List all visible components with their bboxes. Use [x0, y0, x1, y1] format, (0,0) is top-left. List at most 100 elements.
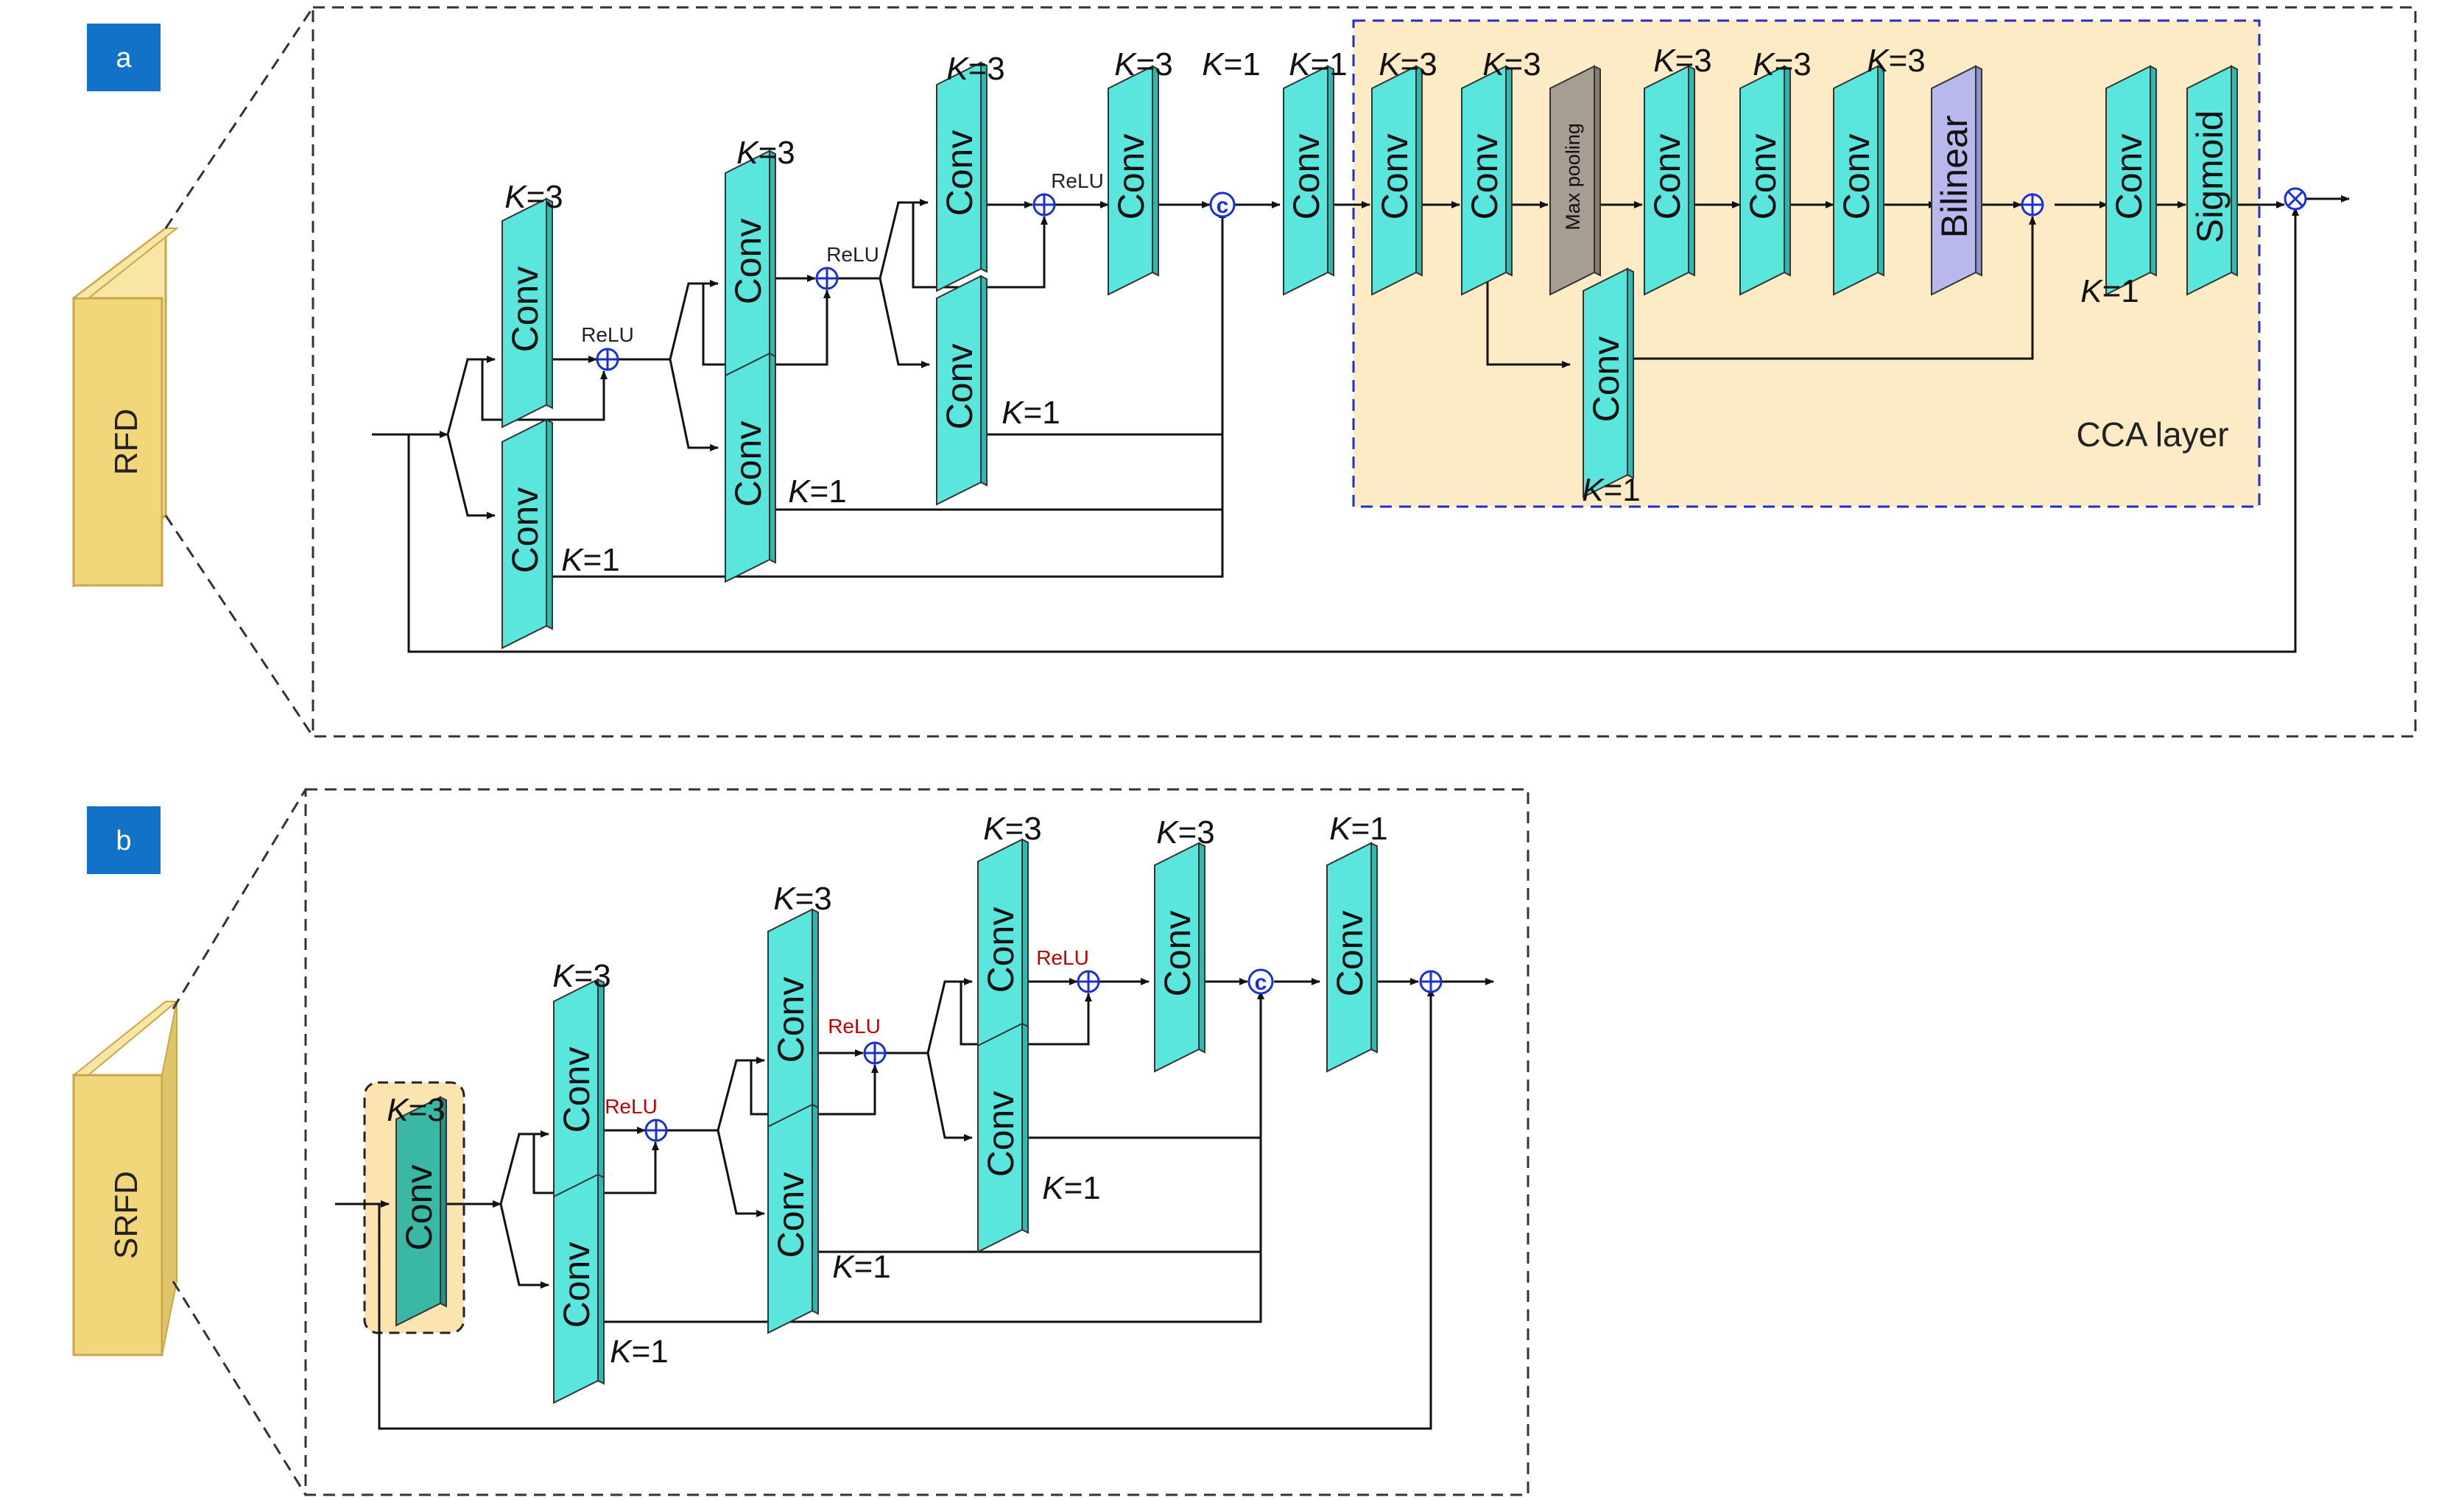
rfd-block: RFD — [71, 225, 179, 588]
k-label: K=1 — [1202, 46, 1261, 82]
panel-a: a RFD CCA layer — [71, 6, 2417, 738]
add-op — [644, 1119, 668, 1142]
relu-label: ReLU — [828, 1015, 881, 1038]
srfd-label: SRFD — [108, 1171, 144, 1259]
panel-a-wires — [372, 195, 2350, 653]
conv-label: Conv — [1374, 134, 1415, 220]
conv-a3: Conv — [936, 62, 988, 292]
conv-label: Conv — [980, 1091, 1021, 1177]
conv-a5: Conv — [1283, 66, 1334, 295]
cca-conv-5: Conv — [1833, 66, 1884, 295]
relu-label: ReLU — [605, 1095, 658, 1118]
k-label: K=3 — [983, 811, 1042, 847]
conv-label: Conv — [728, 219, 769, 305]
conv-b3: Conv — [977, 839, 1029, 1068]
bilinear-label: Bilinear — [1934, 116, 1975, 239]
conv-label: Conv — [1329, 911, 1370, 997]
k-label: K=3 — [773, 881, 832, 917]
conv-a1-skip: Conv — [501, 419, 553, 649]
add-op — [596, 348, 619, 371]
panel-b-badge — [87, 806, 161, 874]
concat-label: c — [1217, 194, 1229, 218]
sigmoid-label: Sigmoid — [2189, 110, 2231, 244]
k-label: K=3 — [1482, 46, 1541, 82]
k-label: K=1 — [832, 1249, 891, 1285]
conv-b2-skip: Conv — [767, 1104, 819, 1334]
k-label: K=3 — [504, 179, 563, 215]
conv-b1: Conv — [553, 979, 605, 1208]
conv-label: Conv — [980, 907, 1021, 993]
multiply-op — [2284, 187, 2307, 211]
conv-a1: Conv — [501, 198, 553, 428]
panel-a-badge-label: a — [116, 43, 132, 74]
conv-b1-skip: Conv — [553, 1174, 605, 1404]
conv-a2: Conv — [725, 150, 776, 380]
conv-b5: Conv — [1326, 842, 1378, 1072]
conv-label: Conv — [1585, 337, 1627, 423]
conv-b3-skip: Conv — [977, 1023, 1029, 1253]
k-label: K=3 — [1379, 46, 1437, 82]
cca-max-pooling: Max pooling — [1549, 66, 1601, 295]
cca-layer-label: CCA layer — [2076, 415, 2228, 454]
k-label: K=1 — [610, 1334, 669, 1370]
relu-label: ReLU — [1051, 169, 1104, 192]
k-label: K=1 — [561, 542, 620, 578]
cca-sigmoid: Sigmoid — [2186, 66, 2238, 295]
cca-conv-6: Conv — [2105, 66, 2157, 295]
cca-conv-4: Conv — [1739, 66, 1791, 295]
conv-label: Conv — [1464, 134, 1505, 220]
concat-label: c — [1255, 971, 1267, 995]
add-op — [1032, 193, 1056, 216]
panel-b: b SRFD — [71, 788, 1530, 1496]
srfd-conv-first: Conv — [395, 1096, 447, 1326]
add-op — [863, 1041, 887, 1065]
k-label: K=3 — [1114, 46, 1173, 82]
panel-b-wires — [335, 978, 1494, 1430]
k-label: K=1 — [1289, 46, 1348, 82]
conv-label: Conv — [728, 421, 769, 507]
add-op — [1077, 970, 1100, 993]
panel-b-badge-label: b — [116, 825, 131, 856]
conv-label: Conv — [1110, 134, 1152, 220]
conv-label: Conv — [398, 1165, 440, 1251]
cca-conv-2: Conv — [1461, 66, 1513, 295]
panel-a-badge — [87, 24, 161, 91]
k-label: K=3 — [1753, 46, 1812, 82]
k-label: K=3 — [1867, 43, 1926, 79]
cca-conv-3: Conv — [1644, 66, 1695, 295]
relu-label: ReLU — [581, 323, 634, 346]
cca-conv-branch: Conv — [1583, 268, 1634, 498]
conv-label: Conv — [504, 487, 546, 574]
add-op — [2021, 193, 2044, 216]
k-label: K=3 — [946, 51, 1005, 87]
conv-label: Conv — [1647, 134, 1688, 220]
conv-label: Conv — [2108, 134, 2150, 220]
conv-a3-skip: Conv — [936, 275, 988, 505]
concat-op: c — [1209, 191, 1236, 218]
k-label: K=3 — [1156, 814, 1215, 851]
relu-label: ReLU — [826, 243, 879, 266]
rfd-label: RFD — [108, 409, 144, 475]
conv-a2-skip: Conv — [725, 353, 776, 582]
k-label: K=1 — [2080, 273, 2139, 309]
k-label: K=1 — [1002, 395, 1060, 431]
conv-b2: Conv — [767, 909, 819, 1138]
cca-conv-1: Conv — [1371, 66, 1423, 295]
conv-label: Conv — [504, 267, 546, 353]
add-op — [1419, 970, 1443, 993]
k-label: K=1 — [1042, 1170, 1101, 1206]
srfd-block: SRFD — [71, 1001, 179, 1356]
conv-label: Conv — [939, 344, 980, 430]
conv-b4: Conv — [1154, 842, 1205, 1072]
conv-a4: Conv — [1108, 66, 1159, 295]
conv-label: Conv — [1742, 134, 1784, 220]
conv-label: Conv — [1157, 911, 1198, 997]
k-label: K=1 — [1582, 472, 1641, 508]
cca-bilinear: Bilinear — [1931, 66, 1982, 295]
conv-label: Conv — [1836, 134, 1877, 220]
k-label: K=1 — [1329, 811, 1388, 847]
k-label: K=3 — [387, 1092, 446, 1128]
k-label: K=3 — [1653, 43, 1712, 79]
max-pooling-label: Max pooling — [1562, 123, 1584, 230]
